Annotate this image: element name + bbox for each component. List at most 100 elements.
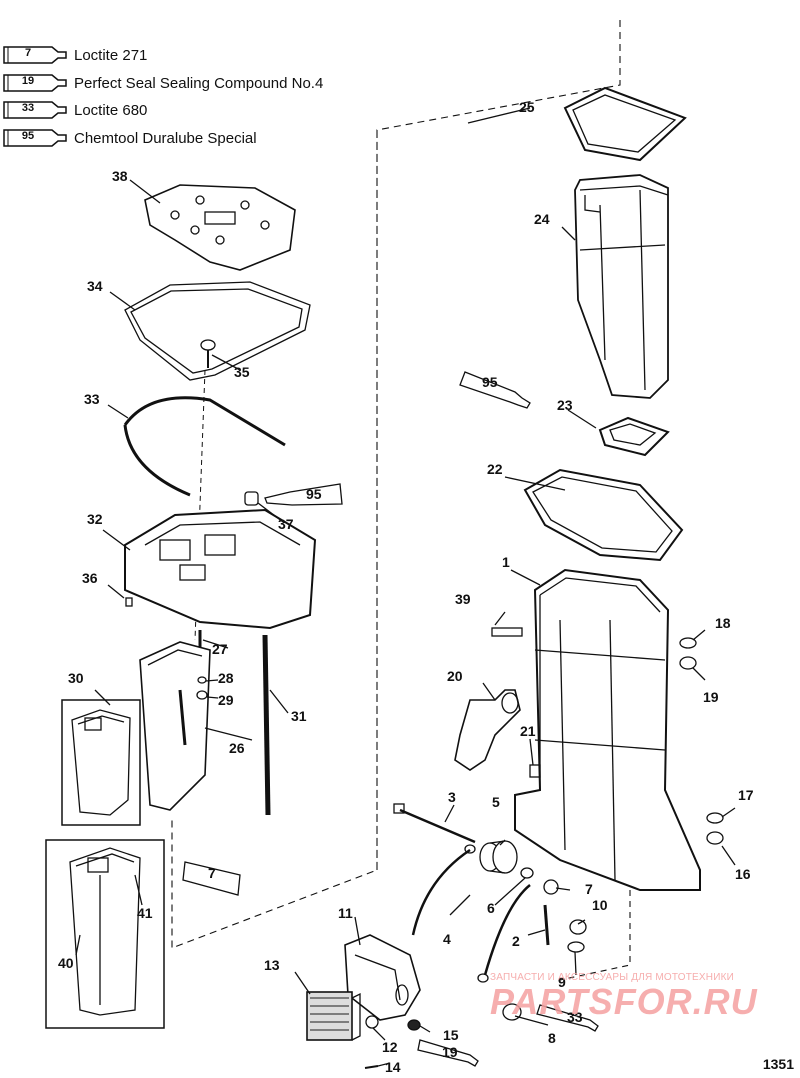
callout-23: 23 (557, 397, 573, 413)
tube-label-95: 95 (482, 374, 498, 390)
part-29-washer (196, 690, 208, 700)
callout-19: 19 (703, 689, 719, 705)
part-30-box (61, 699, 141, 826)
tube-label-19: 19 (442, 1044, 458, 1060)
part-9-washer (567, 941, 585, 953)
part-31-rod (262, 634, 271, 816)
callout-7: 7 (585, 881, 593, 897)
callout-28: 28 (218, 670, 234, 686)
part-24-upper-housing (574, 174, 669, 399)
callout-17: 17 (738, 787, 754, 803)
part-19-nut (679, 656, 697, 670)
watermark-logo: PARTSFOR.RU (490, 981, 758, 1022)
legend-item-loctite-271: 7 Loctite 271 (0, 42, 147, 68)
callout-40: 40 (58, 955, 74, 971)
callout-26: 26 (229, 740, 245, 756)
part-tube-19 (417, 1039, 479, 1067)
part-14-screw (364, 1065, 379, 1069)
callout-25: 25 (519, 99, 535, 115)
part-3-bolt (393, 803, 476, 844)
part-35-bolt (200, 339, 216, 368)
legend-item-perfect-seal: 19 Perfect Seal Sealing Compound No.4 (0, 70, 323, 96)
callout-37: 37 (278, 516, 294, 532)
part-37-fitting (244, 491, 259, 506)
part-tube-95-lower (264, 483, 343, 506)
callout-21: 21 (520, 723, 536, 739)
sealant-tube-icon: 33 (0, 99, 68, 121)
part-38-gasket (144, 184, 296, 271)
diagram-reference-number: 1351 (762, 1056, 794, 1072)
callout-8: 8 (548, 1030, 556, 1046)
legend-label: Loctite 680 (74, 101, 148, 119)
part-16-nut (706, 831, 724, 845)
callout-12: 12 (382, 1039, 398, 1055)
part-8-fitting (502, 1003, 522, 1021)
part-17-washer (706, 812, 724, 824)
tube-label-33: 33 (567, 1009, 583, 1025)
callout-11: 11 (338, 905, 353, 921)
part-7-nut (543, 879, 559, 895)
part-40-box (45, 839, 165, 1029)
part-13-anode (306, 991, 361, 1041)
callout-39: 39 (455, 591, 471, 607)
legend-label: Chemtool Duralube Special (74, 129, 257, 147)
callout-5: 5 (492, 794, 500, 810)
callout-34: 34 (87, 278, 103, 294)
part-33-seal (123, 396, 286, 497)
callout-20: 20 (447, 668, 463, 684)
callout-31: 31 (291, 708, 307, 724)
part-30-exhaust-kit (71, 709, 131, 816)
part-tube-7 (182, 861, 241, 896)
callout-29: 29 (218, 692, 234, 708)
part-34-gasket (124, 281, 311, 381)
callout-16: 16 (735, 866, 751, 882)
callout-36: 36 (82, 570, 98, 586)
callout-14: 14 (385, 1059, 401, 1075)
assembly-boundary-lower (559, 890, 631, 981)
callout-2: 2 (512, 933, 520, 949)
callout-33: 33 (84, 391, 100, 407)
callout-1: 1 (502, 554, 510, 570)
sealant-tube-icon: 95 (0, 127, 68, 149)
callout-9: 9 (558, 974, 566, 990)
part-28-screw (197, 676, 207, 684)
leader-lines (75, 107, 736, 1067)
part-4-ground-strap (411, 844, 531, 983)
part-18-washer (679, 637, 697, 649)
part-1-driveshaft-housing (514, 568, 701, 891)
part-23-seal (598, 416, 670, 457)
part-32-adapter-plate (124, 508, 317, 630)
callout-30: 30 (68, 670, 84, 686)
part-6-washer (520, 867, 534, 879)
sealant-tube-icon: 19 (0, 72, 68, 94)
callout-32: 32 (87, 511, 103, 527)
part-36-pin (125, 597, 133, 607)
part-25-gasket (563, 86, 687, 162)
part-12-screw (365, 1015, 379, 1029)
callout-3: 3 (448, 789, 456, 805)
callout-13: 13 (264, 957, 280, 973)
legend-item-chemtool-duralube: 95 Chemtool Duralube Special (0, 125, 257, 151)
callout-27: 27 (212, 641, 228, 657)
part-39-decal (491, 627, 523, 637)
tube-label-7: 7 (208, 865, 216, 881)
callout-24: 24 (534, 211, 550, 227)
callout-22: 22 (487, 461, 503, 477)
watermark: ЗАПЧАСТИ И АКСЕССУАРЫ ДЛЯ МОТОТЕХНИКИ PA… (490, 972, 790, 1023)
part-26-exhaust-tube (139, 641, 211, 811)
part-10-nut (569, 919, 587, 935)
part-40-exhaust-tube (69, 847, 141, 1016)
part-21-clip (529, 764, 541, 778)
part-tube-33 (536, 1004, 599, 1032)
sealant-tube-icon: 7 (0, 44, 68, 66)
watermark-tagline: ЗАПЧАСТИ И АКСЕССУАРЫ ДЛЯ МОТОТЕХНИКИ (490, 972, 735, 983)
callout-41: 41 (137, 905, 153, 921)
part-15-nut (407, 1019, 421, 1031)
callout-35: 35 (234, 364, 250, 380)
tube-label-95: 95 (306, 486, 322, 502)
callout-4: 4 (443, 931, 451, 947)
legend-item-loctite-680: 33 Loctite 680 (0, 97, 147, 123)
callout-10: 10 (592, 897, 608, 913)
callout-38: 38 (112, 168, 128, 184)
